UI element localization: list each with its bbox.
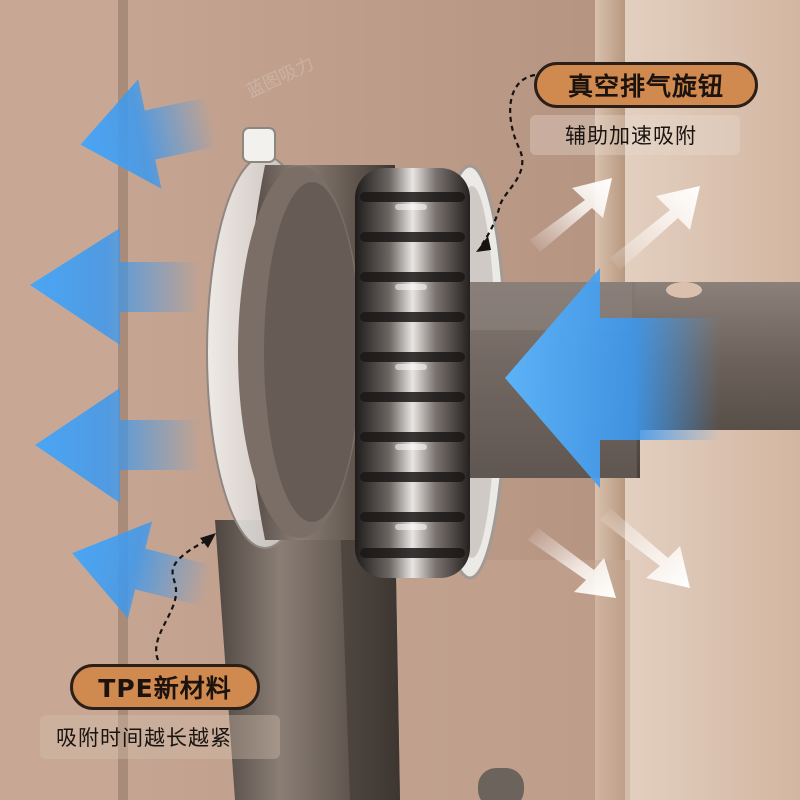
leader-arrowhead-top	[476, 236, 491, 252]
callout-bottom-subtitle: 吸附时间越长越紧	[56, 726, 232, 750]
leader-line-bottom	[155, 537, 211, 661]
leader-line-top	[479, 73, 536, 249]
blue-airflow-arrows-left	[30, 79, 219, 619]
hook-base	[478, 768, 524, 800]
white-exhaust-arrows	[528, 178, 700, 598]
release-tab	[242, 127, 276, 163]
callout-bottom-pill: TPE新材料	[70, 664, 260, 710]
wall-edge	[118, 0, 128, 800]
callout-top-subtitle: 辅助加速吸附	[565, 124, 697, 148]
leader-arrowhead-bottom	[200, 533, 216, 548]
callout-top-title: 真空排气旋钮	[567, 72, 724, 101]
callout-bottom-title: TPE新材料	[98, 674, 232, 703]
blue-airflow-arrow-main	[505, 268, 720, 488]
lower-shade	[390, 560, 630, 800]
knob-grooves	[360, 192, 465, 558]
callout-top-pill: 真空排气旋钮	[534, 62, 758, 108]
